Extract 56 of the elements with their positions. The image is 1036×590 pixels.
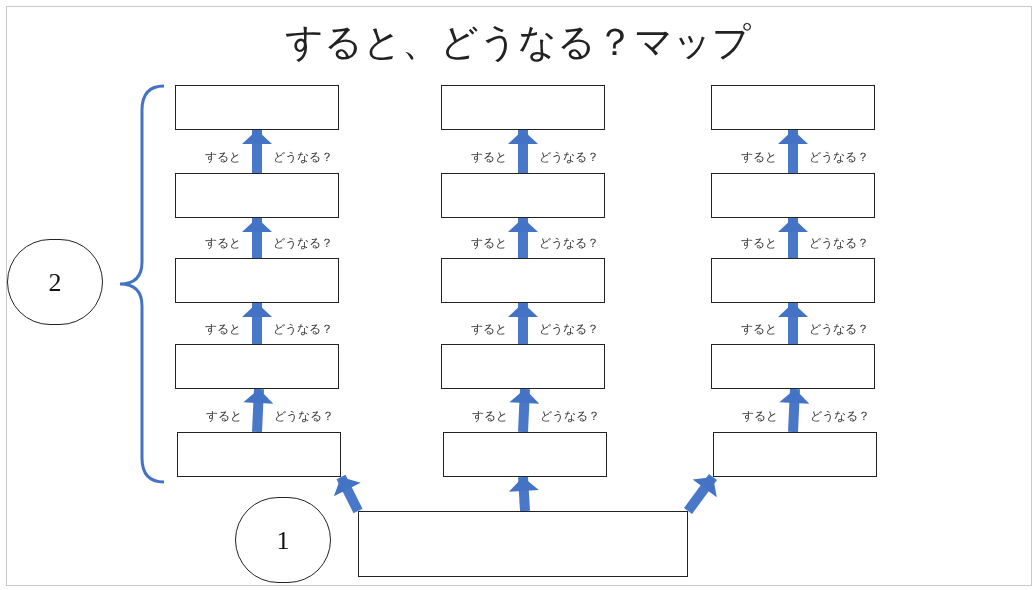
block-arrow (509, 388, 540, 433)
block-arrow (508, 303, 538, 344)
arrow-caption: すると (741, 236, 777, 250)
answer-box (441, 85, 605, 130)
arrow-caption: すると (742, 408, 778, 423)
answer-box (443, 432, 607, 477)
block-arrow (508, 476, 539, 512)
answer-box (175, 258, 339, 303)
answer-box (175, 173, 339, 218)
arrow-caption: すると (471, 321, 507, 336)
arrow-caption: どうなる？ (273, 149, 333, 164)
block-arrow (779, 388, 810, 433)
answer-box (441, 173, 605, 218)
block-arrow (242, 218, 272, 258)
answer-box (711, 85, 875, 130)
arrow-caption: どうなる？ (809, 149, 869, 164)
answer-box (441, 344, 605, 389)
answer-box (175, 344, 339, 389)
arrow-caption: すると (471, 236, 507, 250)
arrow-caption: すると (206, 408, 242, 423)
block-arrow (778, 130, 808, 173)
title: すると、どうなる？マップ (285, 20, 751, 65)
arrow-caption: すると (471, 149, 507, 164)
block-arrow (508, 130, 538, 173)
block-arrow (243, 388, 274, 433)
arrow-caption: すると (205, 236, 241, 250)
arrow-caption: どうなる？ (809, 321, 869, 336)
block-arrow (333, 474, 363, 514)
answer-box (711, 258, 875, 303)
block-arrow (242, 303, 272, 344)
block-arrow (508, 218, 538, 258)
answer-box (711, 173, 875, 218)
arrow-caption: すると (205, 321, 241, 336)
block-arrow (242, 130, 272, 173)
answer-box (358, 511, 688, 577)
arrow-caption: どうなる？ (539, 149, 599, 164)
arrow-caption: すると (741, 321, 777, 336)
arrow-caption: どうなる？ (273, 321, 333, 336)
block-arrow (683, 474, 718, 514)
block-arrow (778, 303, 808, 344)
answer-box (175, 85, 339, 130)
arrow-caption: どうなる？ (809, 236, 869, 250)
arrow-caption: どうなる？ (810, 408, 870, 423)
arrow-caption: どうなる？ (539, 236, 599, 250)
arrow-caption: どうなる？ (274, 408, 334, 423)
arrow-caption: どうなる？ (540, 408, 600, 423)
answer-box (177, 432, 341, 477)
answer-box (441, 258, 605, 303)
block-arrow (778, 218, 808, 258)
arrow-caption: すると (205, 149, 241, 164)
answer-box (711, 344, 875, 389)
arrow-caption: どうなる？ (273, 236, 333, 250)
arrow-caption: どうなる？ (539, 321, 599, 336)
arrow-caption: すると (741, 149, 777, 164)
arrow-caption: すると (472, 408, 508, 423)
answer-box (713, 432, 877, 477)
